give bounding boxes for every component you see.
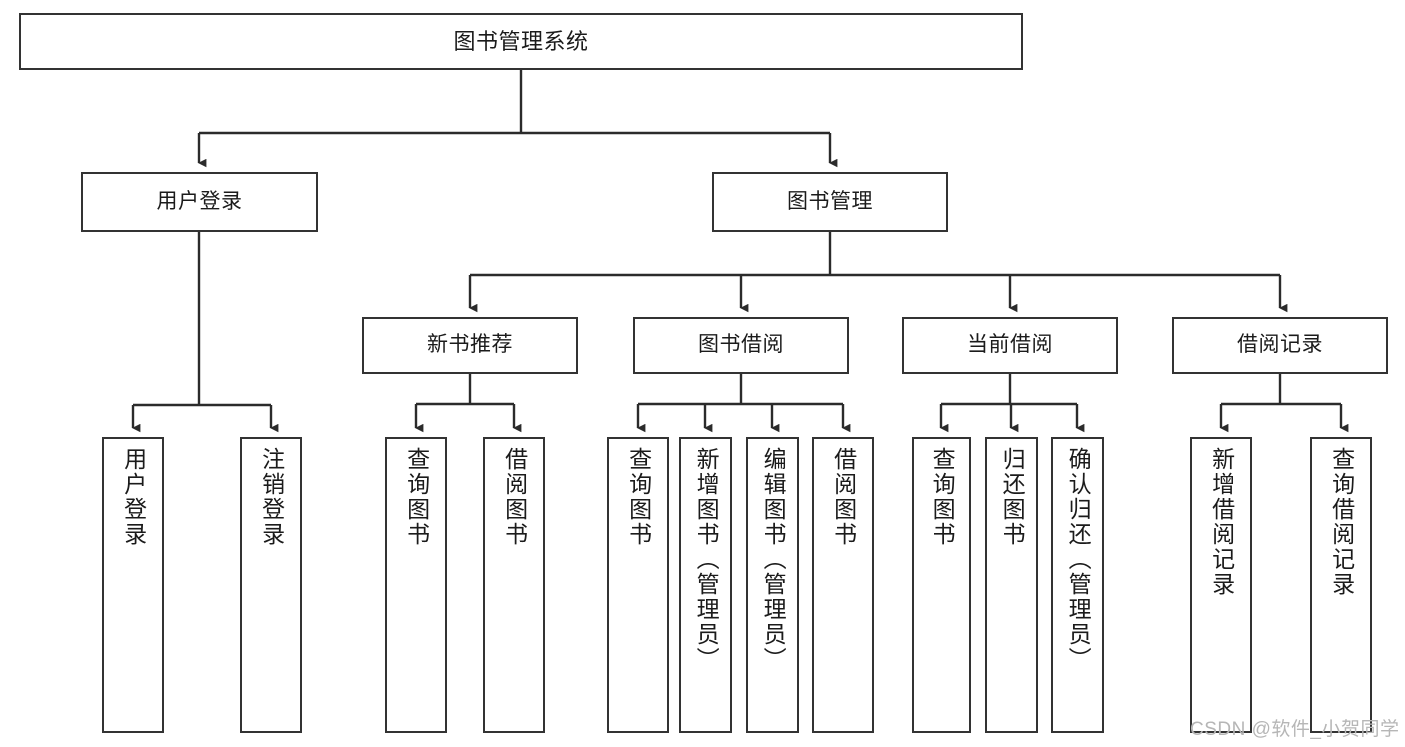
node-label: 图书借阅 xyxy=(698,333,784,357)
node-label: 用户登录 xyxy=(156,189,243,213)
node-label: 当前借阅 xyxy=(967,333,1053,357)
leaf-add-book-admin[interactable]: 新增图书（管理员） xyxy=(679,437,732,733)
leaf-query-books-borrow[interactable]: 查询图书 xyxy=(607,437,669,733)
node-label: 新书推荐 xyxy=(427,333,513,357)
edge-group-new-books xyxy=(414,374,522,433)
node-label: 图书管理系统 xyxy=(453,28,589,54)
leaf-user-login[interactable]: 用户登录 xyxy=(102,437,164,733)
node-user-login[interactable]: 用户登录 xyxy=(81,172,318,232)
node-label: 归还图书 xyxy=(999,447,1026,547)
leaf-edit-book-admin[interactable]: 编辑图书（管理员） xyxy=(746,437,799,733)
node-label: 用户登录 xyxy=(120,447,147,547)
node-label: 查询图书 xyxy=(929,447,956,547)
edge-group-current-borrow xyxy=(939,374,1085,433)
node-borrow-records[interactable]: 借阅记录 xyxy=(1172,317,1388,374)
node-label: 查询图书 xyxy=(403,447,430,547)
node-book-management[interactable]: 图书管理 xyxy=(712,172,948,232)
node-label: 编辑图书（管理员） xyxy=(760,447,787,672)
edge-group-borrow-records xyxy=(1219,374,1349,433)
leaf-confirm-return-admin[interactable]: 确认归还（管理员） xyxy=(1051,437,1104,733)
csdn-watermark: CSDN @软件_小贺同学 xyxy=(1190,719,1400,740)
leaf-query-books-new[interactable]: 查询图书 xyxy=(385,437,447,733)
node-label: 注销登录 xyxy=(258,447,285,547)
edge-group-user-login xyxy=(131,232,279,433)
node-label: 查询借阅记录 xyxy=(1328,447,1355,597)
node-label: 借阅记录 xyxy=(1237,333,1323,357)
node-book-borrow[interactable]: 图书借阅 xyxy=(633,317,849,374)
edge-group-root xyxy=(197,70,838,168)
leaf-logout[interactable]: 注销登录 xyxy=(240,437,302,733)
node-label: 新增借阅记录 xyxy=(1208,447,1235,597)
node-root-system[interactable]: 图书管理系统 xyxy=(19,13,1023,70)
node-new-book-recommend[interactable]: 新书推荐 xyxy=(362,317,578,374)
node-current-borrow[interactable]: 当前借阅 xyxy=(902,317,1118,374)
node-label: 确认归还（管理员） xyxy=(1065,447,1092,672)
leaf-query-borrow-record[interactable]: 查询借阅记录 xyxy=(1310,437,1372,733)
leaf-return-books[interactable]: 归还图书 xyxy=(985,437,1038,733)
edge-group-borrow-books xyxy=(636,374,851,433)
leaf-borrow-books-new[interactable]: 借阅图书 xyxy=(483,437,545,733)
edge-group-book-mgmt xyxy=(468,232,1288,313)
node-label: 借阅图书 xyxy=(830,447,857,547)
node-label: 查询图书 xyxy=(625,447,652,547)
node-label: 新增图书（管理员） xyxy=(693,447,720,672)
node-label: 借阅图书 xyxy=(501,447,528,547)
leaf-query-books-current[interactable]: 查询图书 xyxy=(912,437,971,733)
leaf-add-borrow-record[interactable]: 新增借阅记录 xyxy=(1190,437,1252,733)
node-label: 图书管理 xyxy=(787,189,873,213)
leaf-borrow-books[interactable]: 借阅图书 xyxy=(812,437,874,733)
